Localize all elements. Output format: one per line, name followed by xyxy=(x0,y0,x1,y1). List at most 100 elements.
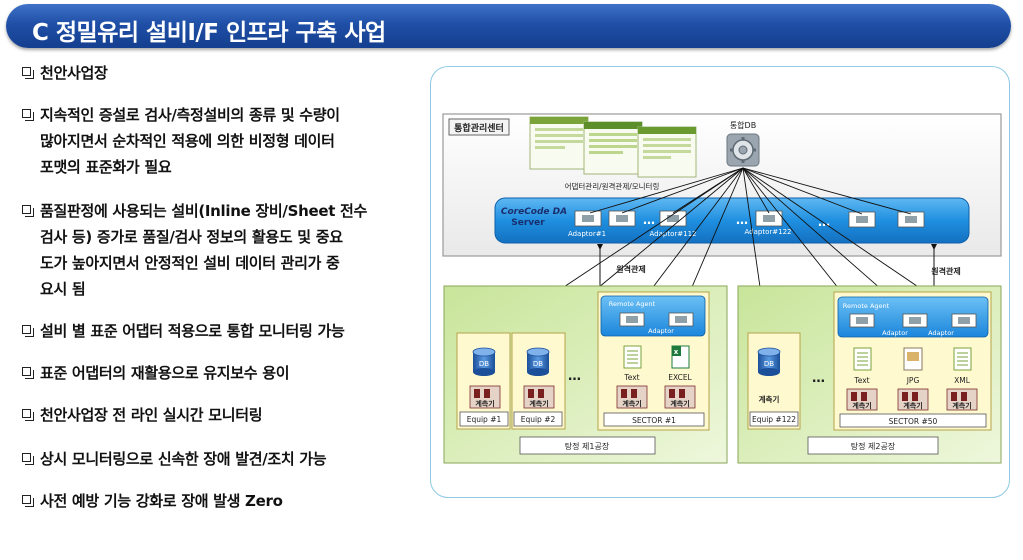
bullet-line: 포맷의 표준화가 필요 xyxy=(20,154,420,180)
equip-122-label: Equip #122 xyxy=(752,415,796,424)
meter-label: 계측기 xyxy=(670,399,689,408)
bullet-text: 천안사업장 xyxy=(40,64,108,82)
adaptor-icon xyxy=(619,312,645,327)
bullet-line: 도가 높아지면서 안정적인 설비 데이터 관리가 중 xyxy=(20,250,420,276)
bullet-text: 도가 높아지면서 안정적인 설비 데이터 관리가 중 xyxy=(40,254,340,272)
db-small-label: DB xyxy=(533,360,543,368)
meter-icon xyxy=(846,388,878,411)
adaptor-icon xyxy=(668,312,694,327)
text-file-icon xyxy=(623,345,642,369)
equip-label-box xyxy=(749,411,799,427)
meter-label: 계측기 xyxy=(852,401,871,410)
bullet-item: 표준 어댑터의 재활용으로 유지보수 용이 xyxy=(20,360,420,386)
bullet-text: 품질판정에 사용되는 설비(Inline 장비/Sheet 전수 xyxy=(40,202,368,220)
bullet-text: 포맷의 표준화가 필요 xyxy=(40,158,172,176)
checkbox-bullet-icon xyxy=(22,205,34,217)
bullet-item: 천안사업장 전 라인 실시간 모니터링 xyxy=(20,402,420,428)
jpg-file-icon xyxy=(903,347,923,371)
center-label-box xyxy=(448,118,510,136)
database-icon xyxy=(526,347,550,376)
bullet-item: 상시 모니터링으로 신속한 장애 발견/조치 가능 xyxy=(20,446,420,472)
checkbox-bullet-icon xyxy=(22,495,34,507)
adaptor-label: Adaptor xyxy=(928,329,954,337)
bullet-line: 검사 등) 증가로 품질/검사 정보의 활용도 및 중요 xyxy=(20,224,420,250)
remote-agent-label: Remote Agent xyxy=(843,302,890,310)
page-title: C 정밀유리 설비I/F 인프라 구축 사업 xyxy=(32,20,386,46)
database-icon xyxy=(472,347,496,376)
server-title-1: CoreCode DA xyxy=(501,207,567,217)
adaptor-1-label: Adaptor#1 xyxy=(568,230,606,238)
adaptor-label: Adaptor xyxy=(648,327,674,335)
adaptor-icon xyxy=(951,313,977,328)
server-ellipsis: … xyxy=(736,213,748,227)
sector-label-box xyxy=(603,412,705,427)
adaptor-label: Adaptor xyxy=(882,329,908,337)
bullet-item: 지속적인 증설로 검사/측정설비의 종류 및 수량이 xyxy=(20,102,420,128)
xml-file-icon xyxy=(953,347,972,371)
meter-label: 계측기 xyxy=(903,401,922,410)
bullet-line: 많아지면서 순차적인 적용에 의한 비정형 데이터 xyxy=(20,128,420,154)
bullet-text: 요시 됨 xyxy=(40,280,86,298)
checkbox-bullet-icon xyxy=(22,409,34,421)
meter-icon xyxy=(897,388,929,411)
remote-label-2: 원격관제 xyxy=(931,266,960,276)
adaptor-icon xyxy=(897,211,925,228)
excel-file-icon: x xyxy=(671,345,690,369)
meter-icon xyxy=(523,385,555,409)
equip-1-label: Equip #1 xyxy=(467,415,502,424)
meter-icon xyxy=(946,388,978,411)
monitoring-screens-icon xyxy=(529,116,697,178)
bullet-text: 많아지면서 순차적인 적용에 의한 비정형 데이터 xyxy=(40,132,335,150)
sector-50-label: SECTOR #50 xyxy=(889,417,938,426)
adaptor-icon xyxy=(574,210,602,227)
checkbox-bullet-icon xyxy=(22,67,34,79)
bullet-item: 설비 별 표준 어댑터 적용으로 통합 모니터링 가능 xyxy=(20,318,420,344)
plant-ellipsis: … xyxy=(812,371,825,386)
factory-label-box xyxy=(807,436,939,455)
bullet-text: 천안사업장 전 라인 실시간 모니터링 xyxy=(40,406,263,424)
adaptor-icon xyxy=(849,313,875,328)
remote-agent-label: Remote Agent xyxy=(609,300,656,308)
file-xml-label: XML xyxy=(954,376,971,385)
plant-ellipsis: … xyxy=(568,369,581,384)
gear-icon xyxy=(726,133,760,167)
bullet-text: 지속적인 증설로 검사/측정설비의 종류 및 수량이 xyxy=(40,106,340,124)
sector-label-box xyxy=(839,413,987,428)
equip-2-label: Equip #2 xyxy=(521,415,556,424)
bullet-text: 검사 등) 증가로 품질/검사 정보의 활용도 및 중요 xyxy=(40,228,343,246)
server-ellipsis: … xyxy=(643,213,655,227)
meter-icon xyxy=(664,385,696,409)
svg-text:x: x xyxy=(674,348,679,356)
equip-label-box xyxy=(459,411,509,427)
adaptor-112-label: Adaptor#112 xyxy=(650,230,697,238)
file-text-label: Text xyxy=(853,376,869,385)
center-label: 통합관리센터 xyxy=(454,122,504,134)
sector-1-label: SECTOR #1 xyxy=(632,416,676,425)
file-jpg-label: JPG xyxy=(906,376,920,385)
bullet-text: 사전 예방 기능 강화로 장애 발생 Zero xyxy=(40,492,283,510)
file-text-label: Text xyxy=(623,373,639,382)
meter-label: 계측기 xyxy=(475,399,494,408)
bullet-item: 품질판정에 사용되는 설비(Inline 장비/Sheet 전수 xyxy=(20,198,420,224)
server-ellipsis: … xyxy=(818,215,830,229)
adaptor-icon xyxy=(848,211,876,228)
bullet-line: 요시 됨 xyxy=(20,276,420,302)
meter-icon xyxy=(469,385,501,409)
bullet-text: 설비 별 표준 어댑터 적용으로 통합 모니터링 가능 xyxy=(40,322,345,340)
meter-label: 계측기 xyxy=(952,401,971,410)
text-file-icon xyxy=(853,347,872,371)
database-icon xyxy=(757,347,781,376)
adaptor-122-label: Adaptor#122 xyxy=(745,228,792,236)
checkbox-bullet-icon xyxy=(22,453,34,465)
db-small-label: DB xyxy=(479,360,489,368)
equip-label-box xyxy=(513,411,563,427)
meter-label: 계측기 xyxy=(622,399,641,408)
adaptor-icon xyxy=(755,210,783,227)
factory-label-box xyxy=(519,436,656,455)
bullet-text: 표준 어댑터의 재활용으로 유지보수 용이 xyxy=(40,364,290,382)
checkbox-bullet-icon xyxy=(22,325,34,337)
bullet-item: 사전 예방 기능 강화로 장애 발생 Zero xyxy=(20,488,420,514)
meter-label: 계측기 xyxy=(759,394,780,404)
screens-caption: 어댑터관리/원격관제/모니터링 xyxy=(565,181,660,191)
